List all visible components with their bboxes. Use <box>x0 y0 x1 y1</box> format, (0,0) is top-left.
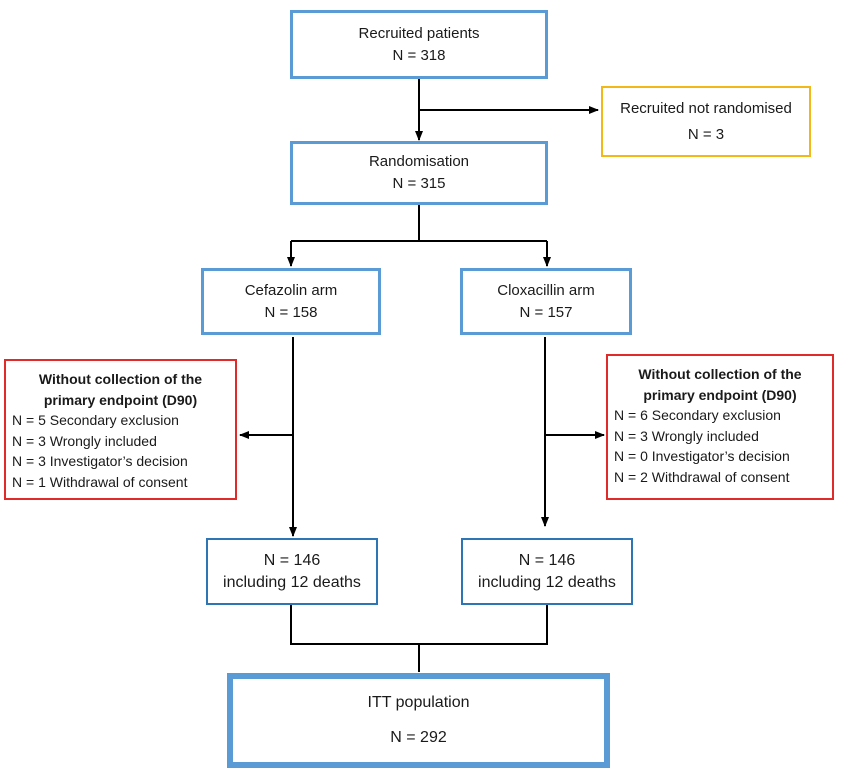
left-exclusion-item: N = 5 Secondary exclusion <box>12 412 179 428</box>
left-exclusion-box: Without collection of the primary endpoi… <box>4 359 237 500</box>
randomisation-label: Randomisation <box>368 153 470 170</box>
final-left-detail: including 12 deaths <box>223 573 361 591</box>
recruited-count: N = 318 <box>392 46 446 64</box>
randomisation-count: N = 315 <box>392 175 446 192</box>
cloxacillin-label: Cloxacillin arm <box>497 281 595 299</box>
right-exclusion-item: N = 2 Withdrawal of consent <box>614 468 790 485</box>
right-exclusion-title-1: Without collection of the <box>638 366 802 382</box>
recruited-label: Recruited patients <box>358 24 480 42</box>
not-randomised-count: N = 3 <box>687 125 725 143</box>
final-right-detail: including 12 deaths <box>478 573 616 591</box>
cefazolin-arm-box: Cefazolin arm N = 158 <box>201 268 381 335</box>
not-randomised-box: Recruited not randomised N = 3 <box>601 86 811 157</box>
right-exclusion-item: N = 6 Secondary exclusion <box>614 407 781 423</box>
cefazolin-label: Cefazolin arm <box>244 281 338 299</box>
cefazolin-count: N = 158 <box>264 303 318 321</box>
itt-count: N = 292 <box>390 729 447 747</box>
not-randomised-label: Recruited not randomised <box>620 99 792 117</box>
final-left-box: N = 146 including 12 deaths <box>206 538 378 605</box>
left-exclusion-title-2: primary endpoint (D90) <box>43 391 198 408</box>
itt-label: ITT population <box>367 693 470 711</box>
cloxacillin-arm-box: Cloxacillin arm N = 157 <box>460 268 632 335</box>
left-exclusion-item: N = 1 Withdrawal of consent <box>12 473 188 490</box>
recruited-patients-box: Recruited patients N = 318 <box>290 10 548 79</box>
right-exclusion-item: N = 3 Wrongly included <box>614 427 759 444</box>
right-exclusion-title-2: primary endpoint (D90) <box>643 386 797 403</box>
right-exclusion-item: N = 0 Investigator’s decision <box>614 448 790 464</box>
final-left-count: N = 146 <box>263 551 321 569</box>
cloxacillin-count: N = 157 <box>519 303 573 321</box>
right-exclusion-box: Without collection of the primary endpoi… <box>606 354 834 500</box>
final-right-count: N = 146 <box>518 551 576 569</box>
left-exclusion-title-1: Without collection of the <box>38 371 203 387</box>
itt-population-box: ITT population N = 292 <box>227 673 610 768</box>
left-exclusion-item: N = 3 Investigator’s decision <box>12 453 188 469</box>
left-exclusion-item: N = 3 Wrongly included <box>12 432 157 449</box>
final-right-box: N = 146 including 12 deaths <box>461 538 633 605</box>
randomisation-box: Randomisation N = 315 <box>290 141 548 205</box>
